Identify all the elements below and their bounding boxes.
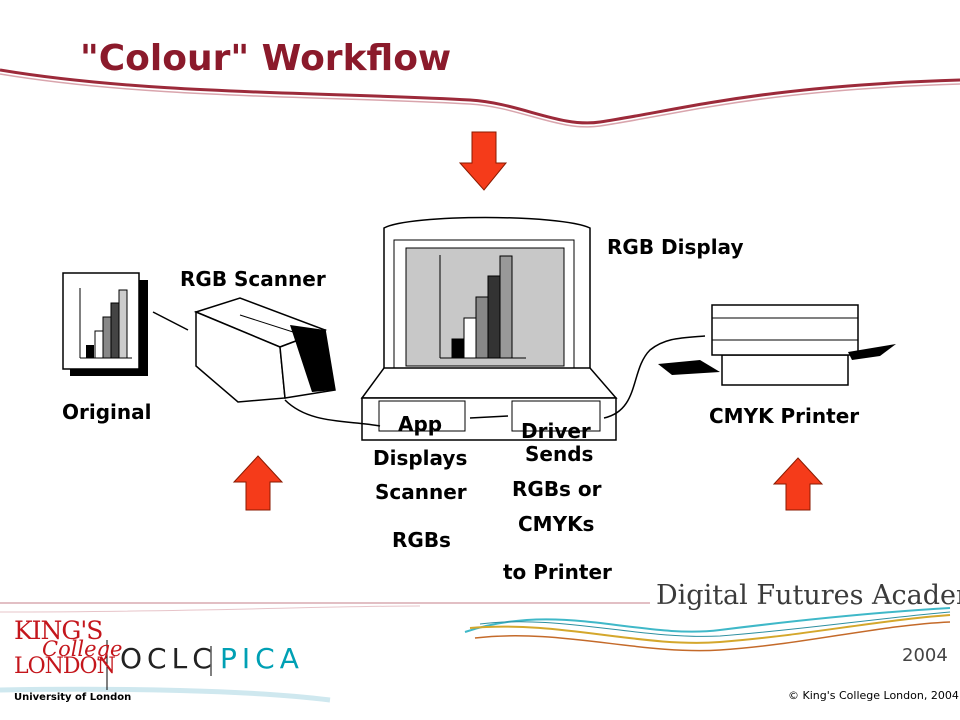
cmyk-printer-label: CMYK Printer — [709, 404, 860, 428]
scanner-cable — [284, 399, 381, 427]
app-label: App — [398, 412, 443, 436]
arrow-up-icon — [772, 457, 824, 511]
page-title: "Colour" Workflow — [80, 38, 452, 79]
app-description-line1: Displays — [373, 446, 468, 470]
driver-description-line4: to Printer — [503, 560, 612, 584]
app-description-line2: Scanner — [375, 480, 467, 504]
computer-display-icon — [360, 216, 618, 441]
rgb-display-label: RGB Display — [607, 235, 744, 259]
driver-description-line2: RGBs or — [512, 477, 602, 501]
arrow-up-icon — [232, 455, 284, 511]
kings-logo-line2: College — [42, 637, 123, 661]
university-text: University of London — [14, 692, 132, 703]
oclc-logo-text: OCLC — [120, 642, 217, 675]
rgb-scanner-label: RGB Scanner — [180, 267, 326, 291]
scanner-icon — [152, 297, 336, 403]
driver-description-line3: CMYKs — [518, 512, 595, 536]
pica-logo-text: PICA — [220, 642, 304, 675]
original-document-icon — [62, 272, 148, 376]
year-text: 2004 — [902, 645, 948, 666]
original-label: Original — [62, 400, 152, 424]
printer-cable — [603, 335, 706, 419]
driver-description-line1: Sends — [525, 442, 594, 466]
arrow-down-icon — [458, 131, 508, 191]
driver-label: Driver — [521, 419, 591, 443]
kings-logo-line3: LONDON — [14, 654, 116, 679]
copyright-text: © King's College London, 2004 — [788, 689, 959, 702]
kings-logo-line1: KING'S — [14, 616, 103, 645]
academy-logo-text: Digital Futures Academy — [656, 580, 960, 611]
app-description-line3: RGBs — [392, 528, 451, 552]
printer-icon — [658, 304, 896, 386]
